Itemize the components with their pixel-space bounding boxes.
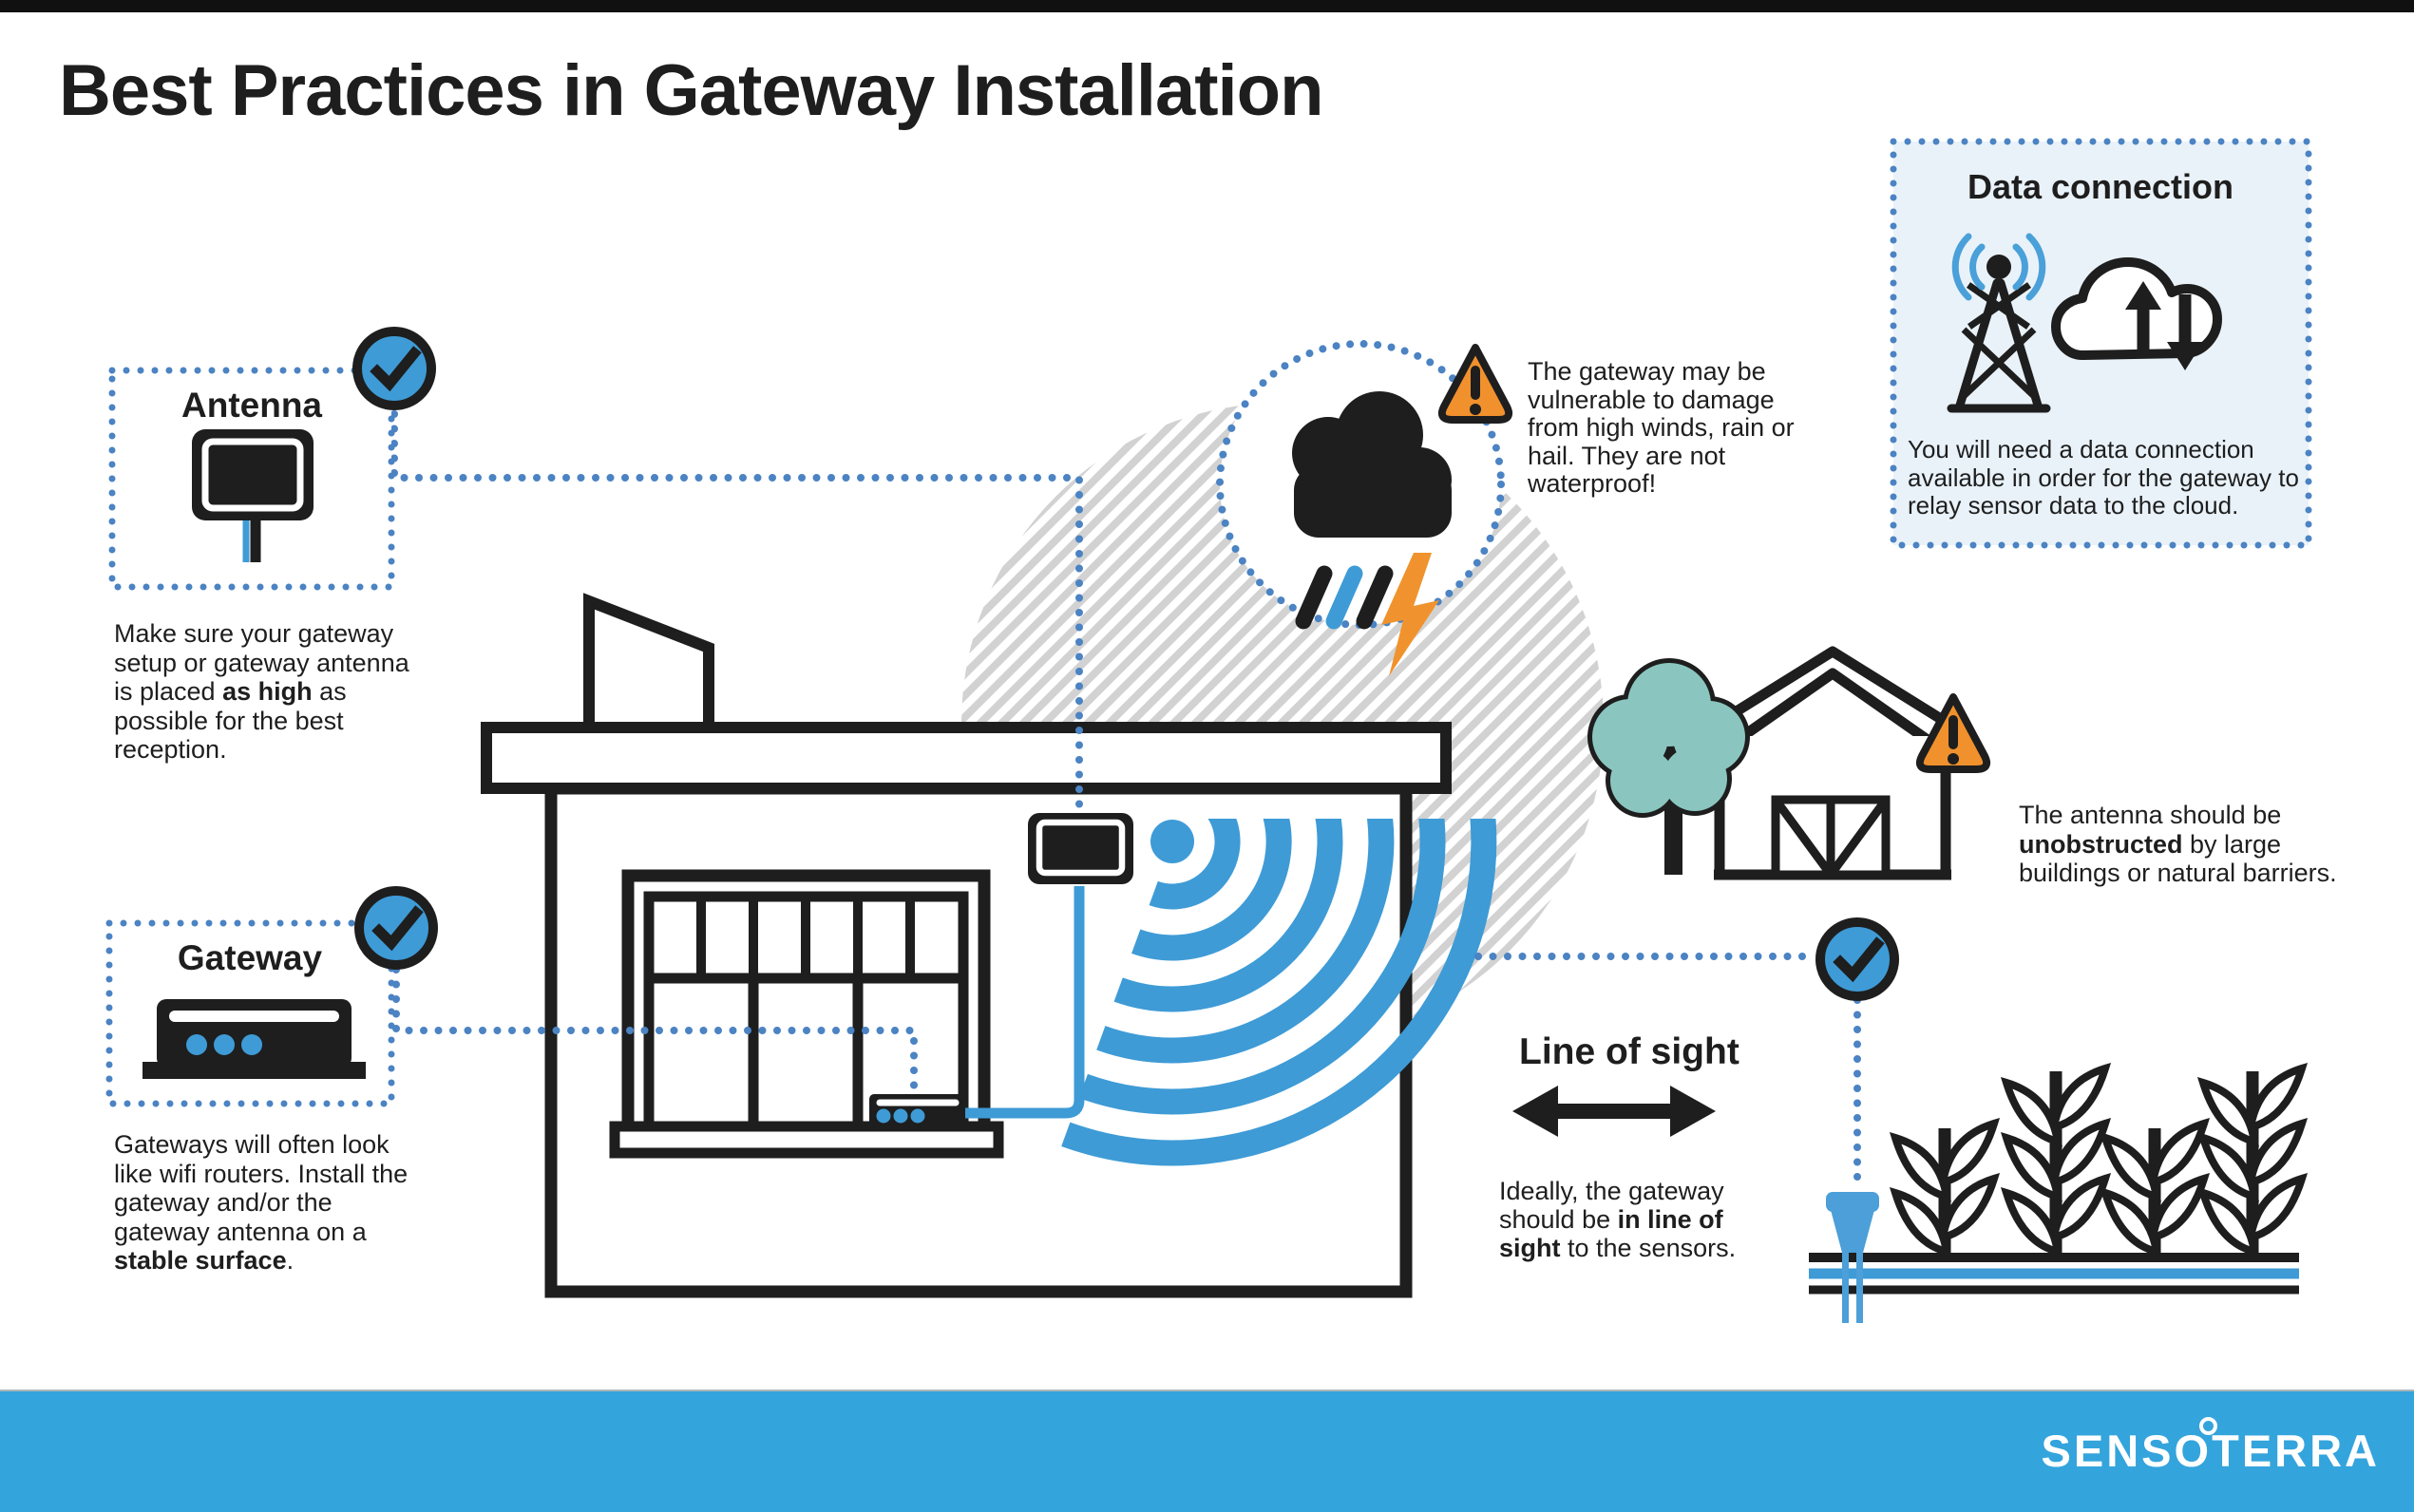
obstruction-text-pre: The antenna should be (2019, 801, 2282, 829)
obstruction-warning-text: The antenna should be unobstructed by la… (2019, 801, 2340, 888)
antenna-text-pre: Make sure your gateway setup or gateway … (114, 619, 409, 706)
gateway-connector (392, 966, 918, 1092)
rain-icon (1295, 565, 1394, 630)
rooftop-vent (583, 593, 714, 733)
crop-plant-icon (2203, 1068, 2302, 1257)
antenna-description: Make sure your gateway setup or gateway … (114, 619, 420, 765)
weather-warning-text: The gateway may be vulnerable to damage … (1528, 357, 1795, 498)
data-connection-text: You will need a data connection availabl… (1908, 435, 2299, 520)
line-of-sight-text: Ideally, the gateway should be in line o… (1499, 1177, 1746, 1262)
gateway-text-post: . (286, 1246, 295, 1275)
antenna-icon (192, 429, 314, 562)
top-border-strip (0, 0, 2414, 12)
data-connection-title: Data connection (1967, 167, 2234, 206)
crop-plant-icon (2006, 1068, 2105, 1257)
logo-o: O (2175, 1417, 2218, 1477)
logo-o-ring-icon (2199, 1417, 2218, 1435)
storm-cloud-icon (1216, 340, 1505, 676)
gateway-text-pre: Gateways will often look like wifi route… (114, 1130, 409, 1246)
data-connection-panel (1890, 138, 2312, 549)
sensor-field (1809, 1068, 2302, 1323)
antenna-label: Antenna (181, 386, 322, 425)
crop-plant-icon (1895, 1124, 1994, 1257)
los-text-post: to the sensors. (1560, 1234, 1737, 1262)
router-icon (869, 1094, 965, 1126)
los-text-bold: in line of sight (1499, 1205, 1723, 1262)
window (621, 869, 991, 1137)
antenna-text-bold: as high (222, 677, 313, 706)
page-title: Best Practices in Gateway Installation (59, 50, 1324, 131)
logo-text-pre: SENS (2041, 1426, 2175, 1476)
crop-plant-icon (2105, 1124, 2204, 1257)
lightning-icon (1381, 553, 1439, 676)
antenna-legend-box (108, 327, 436, 591)
gateway-text-bold: stable surface (114, 1246, 287, 1275)
gateway-label: Gateway (177, 938, 323, 977)
wifi-waves-icon (1061, 819, 1497, 1166)
line-of-sight-arrow-icon (1512, 1086, 1716, 1137)
signal-source-dot (1150, 820, 1194, 863)
window-sill (609, 1121, 1004, 1159)
tree-icon (1587, 658, 1750, 875)
gateway-legend-box (105, 886, 438, 1107)
barn-door (1771, 795, 1891, 879)
los-text-pre: Ideally, the gateway should be (1499, 1177, 1724, 1234)
footer-bar (0, 1389, 2414, 1512)
antenna-cable (965, 886, 1085, 1119)
checkmark-icon (352, 327, 436, 410)
soil-sensor-icon (1826, 1192, 1879, 1323)
radio-tower-icon (1947, 233, 2051, 413)
mounted-antenna-icon (1028, 813, 1194, 884)
line-of-sight-title: Line of sight (1519, 1031, 1739, 1072)
warning-triangle-icon (1915, 693, 1991, 773)
barn-icon (1701, 646, 1964, 880)
roof-slab (481, 722, 1452, 794)
gateway-description: Gateways will often look like wifi route… (114, 1130, 416, 1276)
obstruction-text-bold: unobstructed (2019, 829, 2183, 859)
signal-waves-icon (1951, 233, 2046, 301)
router-icon (143, 999, 366, 1079)
checkmark-icon (354, 886, 438, 970)
warning-triangle-icon (1437, 344, 1513, 424)
logo-text-post: TERRA (2212, 1426, 2380, 1476)
antenna-text-post: as possible for the best reception. (114, 677, 347, 764)
obstruction-text-post: by large buildings or natural barriers. (2019, 829, 2337, 888)
cloud-sync-icon (2051, 257, 2222, 370)
checkmark-icon (1815, 917, 1899, 1001)
